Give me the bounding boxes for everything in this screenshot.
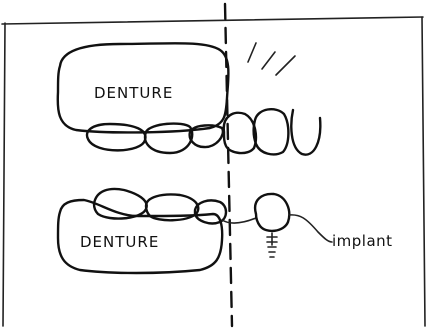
- implant-label: implant: [332, 232, 393, 250]
- implant-pointer-line: [289, 215, 332, 242]
- lower-denture-teeth: [94, 189, 226, 223]
- gum-line: [222, 218, 256, 223]
- lower-denture-label: DENTURE: [80, 233, 159, 251]
- implant-crown: [255, 194, 289, 231]
- diagram-frame: [2, 17, 425, 326]
- upper-denture-label: DENTURE: [94, 84, 173, 102]
- dashed-divider-line: [225, 4, 232, 326]
- sketch-hatch-marks: [248, 43, 295, 75]
- upper-natural-teeth: [224, 109, 321, 154]
- implant: [255, 194, 289, 257]
